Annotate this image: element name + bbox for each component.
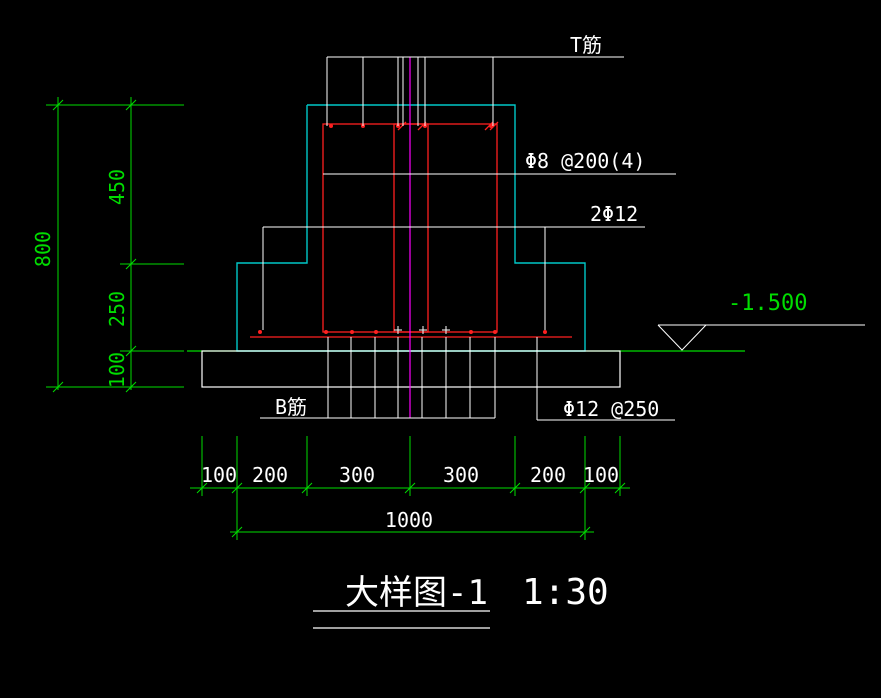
dim-seg-6: 100 — [583, 463, 619, 487]
stirrup-label: Φ8 @200(4) — [525, 149, 645, 173]
drawing-scale: 1:30 — [522, 572, 609, 613]
dim-seg-4: 300 — [443, 463, 479, 487]
dim-seg-2: 200 — [252, 463, 288, 487]
center-bar-crosses — [394, 326, 450, 334]
vertical-dim-lines — [46, 97, 184, 393]
leader-lines — [260, 56, 865, 421]
dim-bottom-height: 100 — [105, 352, 129, 388]
dim-upper-height: 450 — [105, 169, 129, 205]
cushion-layer — [201, 350, 621, 388]
rebar-dots — [258, 124, 547, 334]
elevation-label: -1.500 — [728, 291, 807, 316]
side-bars-label: 2Φ12 — [590, 202, 638, 226]
dim-seg-1: 100 — [201, 463, 237, 487]
dim-seg-5: 200 — [530, 463, 566, 487]
dim-seg-3: 300 — [339, 463, 375, 487]
dim-middle-height: 250 — [105, 291, 129, 327]
bottom-bar-label: B筋 — [275, 395, 307, 419]
dim-total-width: 1000 — [385, 508, 433, 532]
top-bar-label: T筋 — [570, 33, 602, 57]
bottom-mesh-label: Φ12 @250 — [563, 397, 659, 421]
drawing-title: 大样图-1 — [345, 573, 488, 613]
rebar-cage — [250, 121, 572, 338]
dim-total-height: 800 — [31, 231, 55, 267]
concrete-outline — [236, 104, 586, 352]
horizontal-dim-lines — [190, 436, 630, 540]
